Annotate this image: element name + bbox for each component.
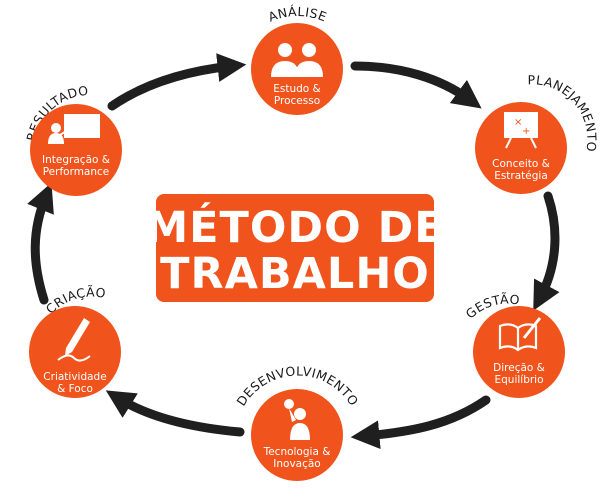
svg-text:×: × — [514, 117, 522, 128]
stage-label-analise-2: Processo — [274, 95, 320, 107]
presentation-icon — [48, 114, 100, 144]
arrow-planejamento-to-gestao — [533, 191, 560, 311]
stage-label-gestao-1: Direção & — [493, 362, 545, 374]
stage-label-desenvolvimento-2: Inovação — [273, 458, 320, 470]
people-icon — [271, 43, 323, 77]
stage-label-resultado-1: Integração & — [42, 154, 110, 166]
stage-resultado: RESULTADO Integração & Performance — [23, 83, 122, 196]
stage-gestao: GESTÃO Direção & Equilíbrio — [463, 291, 565, 398]
stage-desenvolvimento: DESENVOLVIMENTO Tecnologia & Inovação — [233, 363, 361, 481]
cycle-arrows — [27, 53, 560, 450]
pencil-icon — [57, 318, 91, 362]
svg-text:+: + — [522, 126, 530, 137]
book-pen-icon — [498, 317, 542, 352]
stage-title-analise: ANÁLISE — [266, 4, 329, 25]
title-line-1: MÉTODO DE — [145, 202, 444, 253]
arrow-resultado-to-analise — [107, 53, 247, 111]
stage-label-desenvolvimento-1: Tecnologia & — [263, 446, 331, 458]
title-background — [156, 194, 434, 302]
title-line-2: TRABALHO — [160, 249, 430, 299]
arrow-desenvolvimento-to-criacao — [105, 390, 245, 437]
stage-label-criacao-1: Criatividade — [43, 371, 106, 383]
stage-circle-planejamento — [475, 102, 567, 194]
stage-label-analise-1: Estudo & — [273, 83, 321, 95]
stage-label-gestao-2: Equilíbrio — [494, 374, 543, 386]
arrow-gestao-to-desenvolvimento — [350, 395, 491, 450]
arrow-criacao-to-resultado — [27, 182, 54, 305]
stage-label-planejamento-2: Estratégia — [494, 170, 548, 182]
stage-label-criacao-2: & Foco — [57, 383, 93, 395]
stage-label-resultado-2: Performance — [43, 166, 110, 178]
stage-planejamento: PLANEJAMENTO × + Conceito & Estratégia — [475, 72, 599, 194]
person-idea-icon — [284, 399, 310, 440]
central-title: MÉTODO DE TRABALHO — [145, 194, 444, 302]
stage-circle-criacao — [29, 306, 121, 398]
stage-circle-gestao — [473, 306, 565, 398]
stage-analise: ANÁLISE Estudo & Processo — [251, 4, 343, 115]
stage-label-planejamento-1: Conceito & — [492, 158, 550, 170]
board-icon: × + — [504, 112, 538, 149]
arrow-analise-to-planejamento — [350, 61, 482, 109]
